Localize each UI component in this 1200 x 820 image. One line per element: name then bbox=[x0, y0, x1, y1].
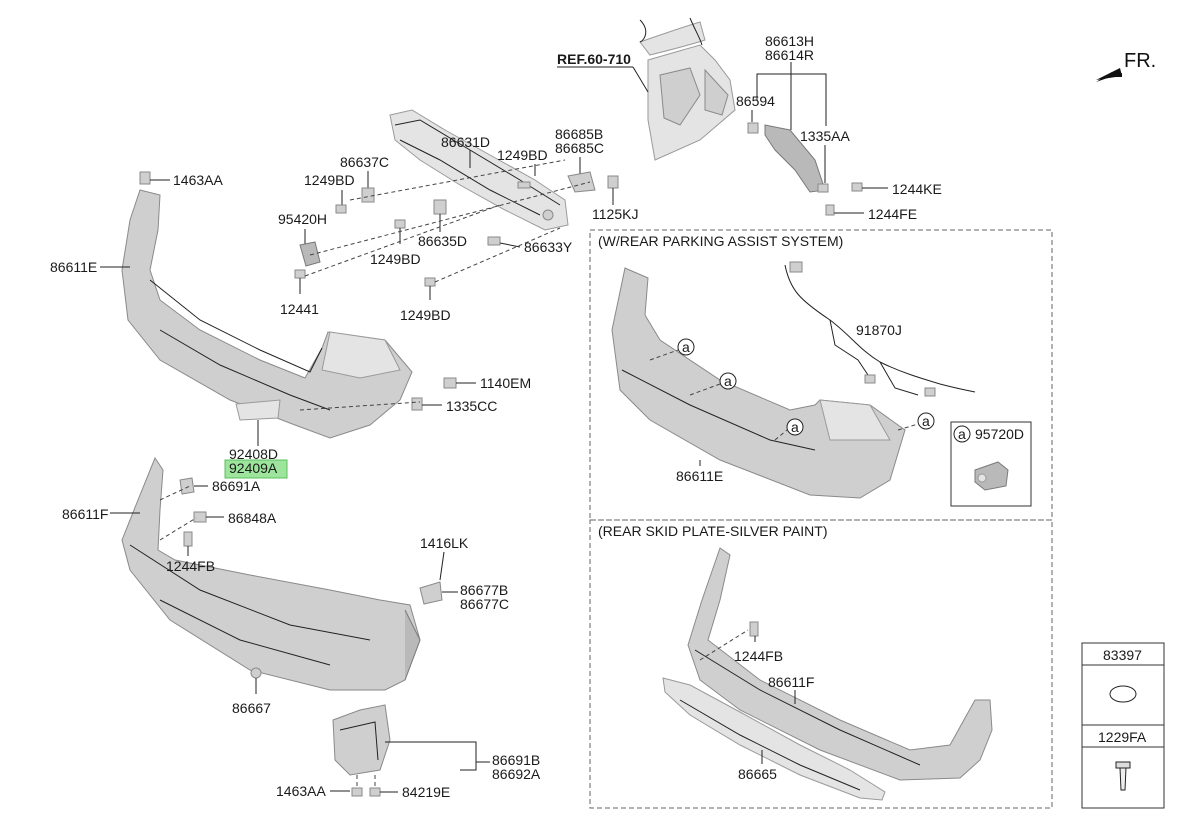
label-86635D: 86635D bbox=[418, 233, 467, 249]
label-86691A: 86691A bbox=[212, 478, 261, 494]
callout-a-3: a bbox=[791, 419, 799, 435]
parking-bumper-cover bbox=[611, 267, 906, 499]
label-skid-1244FB: 1244FB bbox=[734, 648, 783, 664]
highlight-92409A bbox=[224, 459, 288, 479]
fr-label: FR. bbox=[1124, 50, 1156, 72]
body-panel-reference bbox=[639, 17, 736, 161]
label-86637C: 86637C bbox=[340, 154, 389, 170]
skid-plate bbox=[662, 677, 886, 801]
label-95720D: 95720D bbox=[975, 426, 1024, 442]
front-direction-arrow: FR. bbox=[1096, 50, 1156, 82]
label-86848A: 86848A bbox=[228, 510, 277, 526]
skid-plate-title: (REAR SKID PLATE-SILVER PAINT) bbox=[598, 523, 828, 539]
screw-icon bbox=[1115, 761, 1131, 791]
plug-icon bbox=[1109, 685, 1137, 703]
label-86611E: 86611E bbox=[50, 259, 97, 275]
callout-a-1: a bbox=[682, 339, 690, 355]
label-86665: 86665 bbox=[738, 766, 777, 782]
label-1335AA: 1335AA bbox=[800, 128, 850, 144]
legend-item-83397: 83397 bbox=[1103, 647, 1142, 663]
label-86685C: 86685C bbox=[555, 140, 604, 156]
label-86611F: 86611F bbox=[62, 506, 108, 522]
ref-label: REF.60-710 bbox=[557, 51, 631, 67]
skid-plate-box bbox=[589, 519, 1053, 809]
label-86667: 86667 bbox=[232, 700, 271, 716]
label-1249BD-d: 1249BD bbox=[400, 307, 451, 323]
under-cover bbox=[332, 704, 391, 776]
label-86594: 86594 bbox=[736, 93, 775, 109]
bumper-beam bbox=[389, 109, 569, 231]
label-1140EM: 1140EM bbox=[480, 375, 531, 391]
wiring-harness bbox=[784, 261, 976, 397]
label-86692A: 86692A bbox=[492, 766, 541, 782]
label-1249BD-b: 1249BD bbox=[304, 172, 355, 188]
label-92409A[interactable]: 92409A bbox=[229, 460, 278, 476]
label-92408D: 92408D bbox=[229, 446, 278, 462]
label-84219E: 84219E bbox=[402, 784, 450, 800]
label-1335CC: 1335CC bbox=[446, 398, 497, 414]
label-86685B: 86685B bbox=[555, 126, 603, 142]
skid-bumper-cover bbox=[687, 547, 993, 781]
label-86691B: 86691B bbox=[492, 752, 540, 768]
label-95420H: 95420H bbox=[278, 211, 327, 227]
label-1416LK: 1416LK bbox=[420, 535, 469, 551]
label-skid-86611F: 86611F bbox=[768, 674, 814, 690]
label-1244FE: 1244FE bbox=[868, 206, 917, 222]
callout-a-2: a bbox=[724, 373, 732, 389]
label-1463AA-top: 1463AA bbox=[173, 172, 223, 188]
callout-a-4: a bbox=[922, 413, 930, 429]
sensor-callout-a: a bbox=[958, 426, 966, 442]
label-1244KE: 1244KE bbox=[892, 181, 942, 197]
bumper-cover-upper bbox=[121, 171, 413, 439]
parking-sensor-part bbox=[974, 461, 1009, 491]
label-86677B: 86677B bbox=[460, 582, 508, 598]
label-86633Y: 86633Y bbox=[524, 239, 573, 255]
label-1249BD-c: 1249BD bbox=[370, 251, 421, 267]
label-parking-86611E: 86611E bbox=[676, 468, 723, 484]
bumper-cover-lower bbox=[121, 456, 421, 691]
label-12441: 12441 bbox=[280, 301, 319, 317]
legend-item-1229FA: 1229FA bbox=[1098, 729, 1147, 745]
label-86613H: 86613H bbox=[765, 33, 814, 49]
label-86677C: 86677C bbox=[460, 596, 509, 612]
fastener-legend-table: 83397 1229FA bbox=[1081, 642, 1165, 809]
label-1249BD-a: 1249BD bbox=[497, 147, 548, 163]
label-86631D: 86631D bbox=[441, 134, 490, 150]
label-1125KJ: 1125KJ bbox=[592, 206, 638, 222]
side-bracket-assembly bbox=[747, 122, 863, 216]
label-1244FB: 1244FB bbox=[166, 558, 215, 574]
label-91870J: 91870J bbox=[856, 322, 902, 338]
parking-assist-title: (W/REAR PARKING ASSIST SYSTEM) bbox=[598, 233, 843, 249]
label-86614R: 86614R bbox=[765, 47, 814, 63]
label-1463AA-bot: 1463AA bbox=[276, 783, 326, 799]
